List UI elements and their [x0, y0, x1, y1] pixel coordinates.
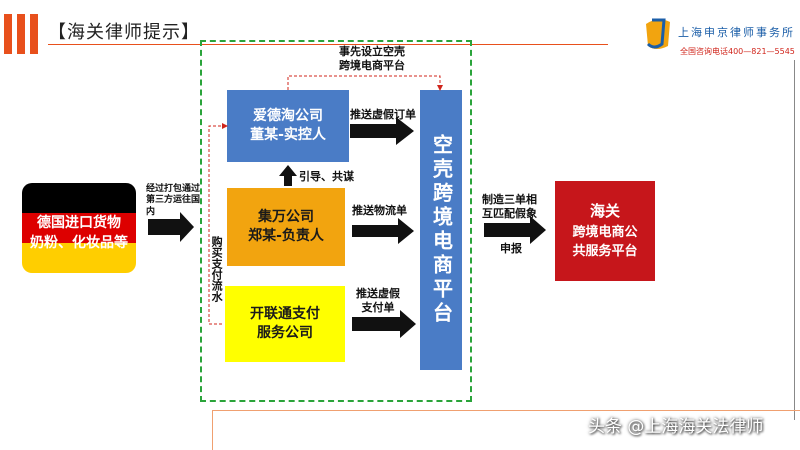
footer-line-vertical — [212, 410, 213, 450]
fake-payment-label: 推送虚假 支付单 — [356, 287, 400, 316]
customs-title: 海关 — [589, 202, 620, 221]
platform-setup-label: 事先设立空壳 跨境电商平台 — [330, 45, 414, 74]
shell-platform-box: 空壳跨境电商平台 — [420, 90, 462, 370]
platform-setup-line1: 事先设立空壳 — [339, 45, 405, 58]
header-divider — [48, 44, 608, 45]
company-name: 爱德淘公司 — [253, 108, 323, 125]
scheme-boundary — [200, 40, 472, 402]
three-docs-label: 制造三单相 互匹配假象 — [482, 193, 537, 222]
buy-flow-label: 购买支付流水 — [210, 236, 224, 302]
german-goods-source: 德国进口货物 奶粉、化妆品等 — [22, 183, 136, 273]
aidetao-company-box: 爱德淘公司 董某-实控人 — [227, 90, 349, 162]
right-divider — [794, 60, 795, 420]
platform-setup-line2: 跨境电商平台 — [339, 59, 405, 73]
logistics-label: 推送物流单 — [352, 204, 407, 217]
customs-line2: 跨境电商公 — [572, 224, 638, 240]
three-docs-line1: 制造三单相 — [482, 193, 537, 206]
flow-in-label: 经过打包通过第三方运往国内 — [146, 184, 201, 217]
payment-type: 服务公司 — [257, 325, 313, 341]
watermark-text: 头条 @上海海关法律师 — [588, 417, 764, 437]
law-firm-phone: 全国咨询电话400—821—5545 — [680, 47, 795, 56]
header-accent-bar — [30, 14, 38, 54]
source-line2: 奶粉、化妆品等 — [30, 235, 128, 252]
payment-name: 开联通支付 — [250, 306, 320, 323]
jiwan-company-box: 集万公司 郑某-负责人 — [227, 188, 345, 266]
guide-collusion-label: 引导、共谋 — [299, 170, 354, 183]
company-controller: 董某-实控人 — [250, 127, 326, 143]
declare-label: 申报 — [500, 242, 522, 255]
source-line1: 德国进口货物 — [37, 215, 121, 231]
jiwan-name: 集万公司 — [258, 209, 314, 226]
header-accent-bar — [17, 14, 25, 54]
payment-company-box: 开联通支付 服务公司 — [225, 286, 345, 362]
law-firm-logo-icon — [642, 16, 674, 52]
three-docs-line2: 互匹配假象 — [482, 207, 537, 221]
law-firm-name: 上海申京律师事务所 — [678, 26, 795, 39]
header-accent-bar — [4, 14, 12, 54]
customs-line3: 共服务平台 — [572, 244, 638, 260]
customs-platform-box: 海关 跨境电商公 共服务平台 — [555, 181, 655, 281]
jiwan-manager: 郑某-负责人 — [248, 228, 324, 244]
fake-payment-line2: 支付单 — [361, 301, 395, 315]
fake-payment-line1: 推送虚假 — [356, 287, 400, 300]
fake-order-label: 推送虚假订单 — [350, 108, 416, 121]
footer-line — [212, 410, 800, 411]
page-title: 【海关律师提示】 — [48, 22, 200, 43]
